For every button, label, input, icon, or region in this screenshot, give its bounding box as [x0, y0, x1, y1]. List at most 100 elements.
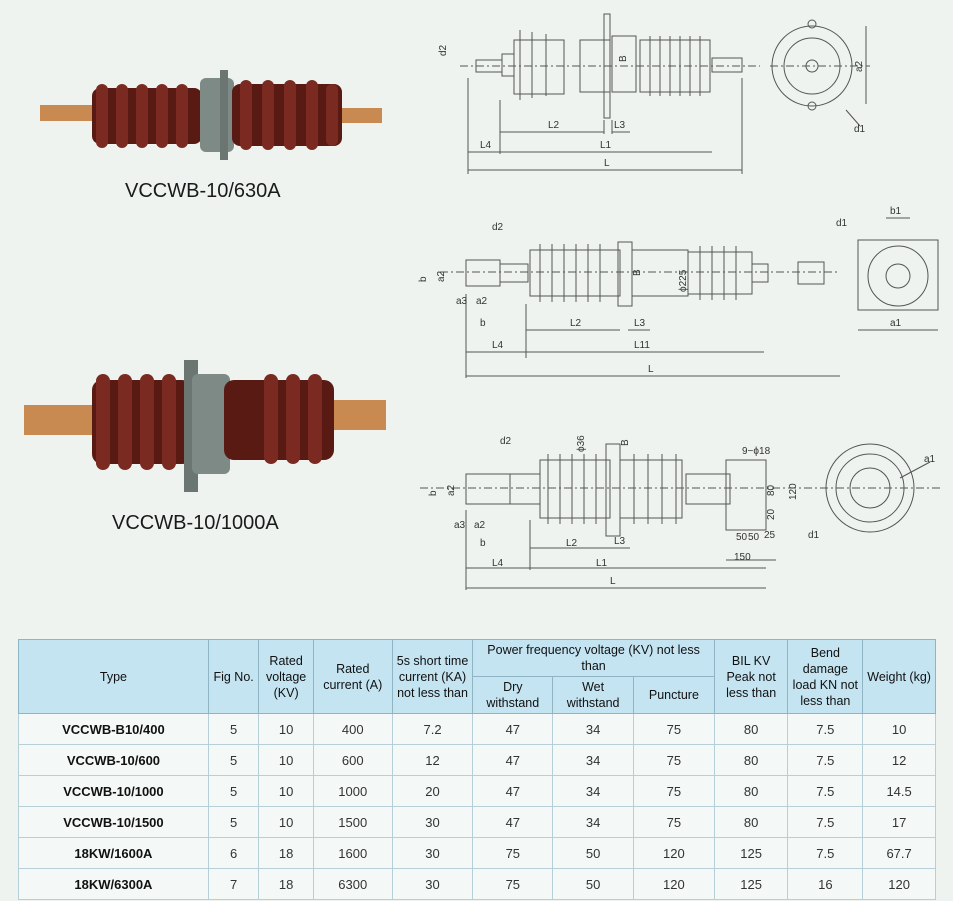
fig3-b: b [428, 490, 439, 496]
fig2-L3: L3 [634, 318, 646, 329]
fig2-L: L [648, 364, 654, 375]
fig2-d1: d1 [836, 218, 848, 229]
cell: 47 [472, 775, 554, 807]
fig3-d2: d2 [500, 436, 512, 447]
fig1-L2: L2 [548, 120, 560, 131]
fig1-L3: L3 [614, 120, 626, 131]
cell: 5 [207, 744, 260, 776]
bushing-1000a-caption: VCCWB-10/1000A [112, 512, 279, 534]
cell: 80 [713, 775, 789, 807]
cell: 12 [862, 744, 936, 776]
cell: 1500 [312, 806, 393, 838]
fig1-L4: L4 [480, 140, 492, 151]
cell: 75 [472, 868, 554, 900]
fig3-B: B [620, 439, 631, 446]
bushing-1000a-photo [24, 360, 386, 492]
cell: 10 [258, 744, 314, 776]
fig3-bb: b [480, 538, 486, 549]
cell: 7.5 [787, 806, 864, 838]
cell: 125 [713, 868, 789, 900]
cell: 30 [391, 806, 474, 838]
cell: 80 [713, 713, 789, 745]
cell: 10 [258, 713, 314, 745]
cell-type: 18KW/1600A [18, 837, 209, 869]
fig3-L: L [610, 576, 616, 587]
cell: 6300 [312, 868, 393, 900]
header-short-current: 5s short time current (KA) not less than [391, 639, 474, 714]
cell: 7.2 [391, 713, 474, 745]
fig3-n80: 80 [766, 484, 777, 496]
cell: 34 [552, 744, 634, 776]
technical-drawings: d2 B a2 L2 L3 L1 L4 L d1 b a2 d2 B ϕ225 … [418, 13, 940, 590]
cell: 600 [312, 744, 393, 776]
fig2-a1: a1 [890, 318, 902, 329]
fig2-B: B [632, 269, 643, 276]
fig2-a2: a2 [436, 270, 447, 282]
fig3-L4: L4 [492, 558, 504, 569]
fig3-L2: L2 [566, 538, 578, 549]
fig2-L11: L11 [634, 340, 650, 351]
fig1-a2: a2 [854, 60, 865, 72]
cell: 34 [552, 713, 634, 745]
header-puncture: Puncture [632, 676, 715, 714]
fig3-n150: 150 [734, 552, 751, 563]
cell: 30 [391, 868, 474, 900]
cell-type: 18KW/6300A [18, 868, 209, 900]
header-weight: Weight (kg) [862, 639, 936, 714]
cell: 30 [391, 837, 474, 869]
fig3-d1: d1 [808, 530, 820, 541]
header-voltage: Rated voltage (KV) [258, 639, 314, 714]
cell: 18 [258, 837, 314, 869]
cell: 10 [258, 775, 314, 807]
cell: 47 [472, 806, 554, 838]
fig3-a1: a1 [924, 454, 936, 465]
cell: 75 [632, 744, 715, 776]
fig3-a2b: a2 [474, 520, 486, 531]
header-wet: Wet withstand [552, 676, 634, 714]
fig2-L2: L2 [570, 318, 582, 329]
cell: 125 [713, 837, 789, 869]
fig2-a3: a3 [456, 296, 468, 307]
fig3-phi36: ϕ36 [576, 435, 587, 452]
cell-type: VCCWB-10/1000 [18, 775, 209, 807]
cell-type: VCCWB-B10/400 [18, 713, 209, 745]
cell: 120 [862, 868, 936, 900]
cell: 5 [207, 713, 260, 745]
fig1-d2: d2 [438, 44, 449, 56]
cell: 7.5 [787, 775, 864, 807]
cell: 67.7 [862, 837, 936, 869]
fig3-n50b: 50 [748, 532, 760, 543]
cell-type: VCCWB-10/600 [18, 744, 209, 776]
bushing-630a-caption: VCCWB-10/630A [125, 180, 281, 202]
cell: 16 [787, 868, 864, 900]
fig2-L4: L4 [492, 340, 504, 351]
cell: 7.5 [787, 713, 864, 745]
fig2-a2b: a2 [476, 296, 488, 307]
header-bil: BIL KV Peak not less than [713, 639, 789, 714]
cell: 20 [391, 775, 474, 807]
header-power-frequency: Power frequency voltage (KV) not less th… [472, 639, 715, 677]
header-type: Type [18, 639, 209, 714]
fig1-d1: d1 [854, 124, 866, 135]
cell: 400 [312, 713, 393, 745]
fig3-holes: 9−ϕ18 [742, 446, 771, 457]
cell: 18 [258, 868, 314, 900]
cell: 5 [207, 806, 260, 838]
fig1-L: L [604, 158, 610, 169]
cell: 5 [207, 775, 260, 807]
fig2-b: b [418, 276, 429, 282]
cell: 75 [632, 775, 715, 807]
cell: 120 [632, 868, 715, 900]
cell: 47 [472, 713, 554, 745]
fig3-a3: a3 [454, 520, 466, 531]
cell: 1000 [312, 775, 393, 807]
bushing-630a-photo [40, 70, 382, 160]
cell: 50 [552, 868, 634, 900]
fig3-L3: L3 [614, 536, 626, 547]
cell: 10 [258, 806, 314, 838]
